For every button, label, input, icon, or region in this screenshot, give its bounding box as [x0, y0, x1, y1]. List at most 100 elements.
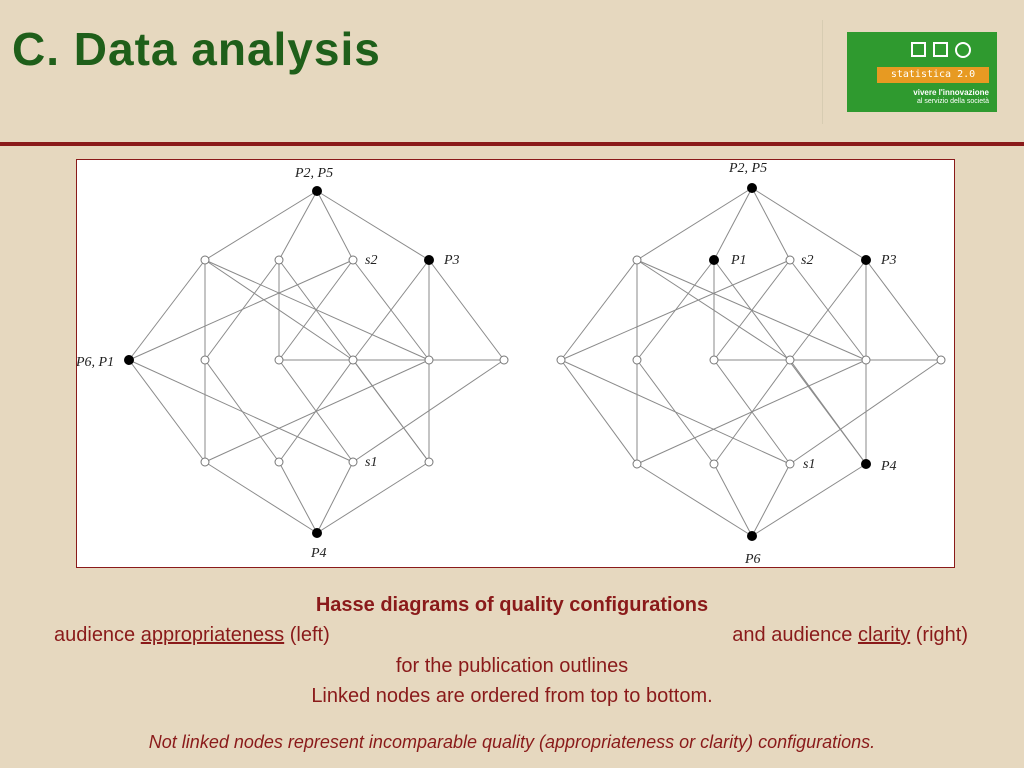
left-edge — [128, 359, 354, 463]
right-label-s2: s2 — [801, 253, 813, 268]
left-node-M2 — [274, 355, 284, 365]
right-label-p4: P4 — [880, 459, 897, 474]
left-edge — [128, 259, 206, 361]
caption-right-prefix: and audience — [732, 624, 858, 646]
left-edge — [352, 259, 430, 361]
right-edge — [636, 259, 867, 361]
caption-right-term: clarity — [857, 624, 911, 646]
right-node-M4 — [861, 355, 871, 365]
right-node-C — [785, 255, 795, 265]
left-node-G3 — [348, 457, 358, 467]
right-label-p1: P1 — [730, 253, 747, 268]
logo-tagline-2: al servizio della società — [917, 98, 989, 105]
right-edge — [751, 463, 867, 537]
caption-left-suffix: (left) — [284, 624, 330, 646]
right-edge — [713, 187, 753, 261]
slide-title: C. Data analysis — [12, 23, 381, 75]
hasse-diagrams-svg: P2, P5 s2 P3 P6, P1 s1 P4 P2, P5 P1 s2 P… — [77, 161, 946, 567]
left-node-W — [124, 355, 134, 365]
left-node-E — [499, 355, 509, 365]
right-edge — [751, 187, 867, 261]
left-diagram-edges — [128, 190, 505, 534]
right-edge — [560, 259, 638, 361]
circle-icon — [955, 42, 971, 58]
right-node-Bt — [747, 531, 757, 541]
right-label-bottom: P6 — [744, 552, 761, 567]
left-edge — [352, 359, 430, 463]
right-edge — [636, 359, 867, 465]
right-node-G4 — [861, 459, 871, 469]
right-edge — [865, 259, 942, 361]
left-edge — [278, 190, 318, 261]
left-node-M1 — [200, 355, 210, 365]
right-node-W — [556, 355, 566, 365]
left-edge — [204, 190, 318, 261]
caption-line-3: for the publication outlines — [395, 655, 629, 677]
left-node-C — [348, 255, 358, 265]
caption-left: audience appropriateness (left) — [54, 624, 330, 647]
caption-left-prefix: audience — [54, 624, 141, 646]
left-label-p6-p1: P6, P1 — [77, 355, 114, 370]
right-edge — [560, 359, 638, 465]
right-node-G3 — [785, 459, 795, 469]
left-label-top: P2, P5 — [294, 166, 333, 181]
right-node-G2 — [709, 459, 719, 469]
logo-tagline-1: vivere l'innovazione — [913, 88, 989, 97]
left-edge — [204, 461, 318, 534]
left-node-A — [200, 255, 210, 265]
caption-right-suffix: (right) — [910, 624, 968, 646]
left-edge — [316, 190, 430, 261]
right-node-M3 — [785, 355, 795, 365]
right-diagram-nodes — [556, 183, 946, 541]
left-edge — [204, 359, 280, 463]
caption-title: Hasse diagrams of quality configurations — [315, 594, 709, 616]
caption-right: and audience clarity (right) — [732, 624, 968, 647]
right-edge — [713, 463, 753, 537]
right-node-D — [861, 255, 871, 265]
right-node-E — [936, 355, 946, 365]
left-label-s1: s1 — [365, 455, 377, 470]
right-node-G1 — [632, 459, 642, 469]
left-edge — [128, 359, 206, 463]
left-node-G1 — [200, 457, 210, 467]
left-node-Bt — [312, 528, 322, 538]
left-node-T — [312, 186, 322, 196]
right-node-M1 — [632, 355, 642, 365]
hasse-diagrams-panel: P2, P5 s2 P3 P6, P1 s1 P4 P2, P5 P1 s2 P… — [76, 159, 955, 568]
left-edge — [128, 259, 354, 361]
right-diagram-edges — [560, 187, 942, 537]
left-edge — [278, 461, 318, 534]
left-node-D — [424, 255, 434, 265]
left-edge — [204, 359, 430, 463]
right-node-T — [747, 183, 757, 193]
right-edge — [751, 463, 791, 537]
right-edge — [789, 359, 867, 465]
right-label-top: P2, P5 — [728, 161, 767, 176]
left-edge — [316, 190, 354, 261]
left-label-p3: P3 — [443, 253, 460, 268]
left-label-s2: s2 — [365, 253, 377, 268]
left-node-B — [274, 255, 284, 265]
right-node-M2 — [709, 355, 719, 365]
left-edge — [428, 259, 505, 361]
right-node-A — [632, 255, 642, 265]
right-label-p3: P3 — [880, 253, 897, 268]
left-node-G4 — [424, 457, 434, 467]
left-node-G2 — [274, 457, 284, 467]
caption-left-term: appropriateness — [140, 624, 285, 646]
left-label-bottom: P4 — [310, 546, 327, 561]
logo-frame — [822, 20, 1013, 124]
left-node-M4 — [424, 355, 434, 365]
square-icon — [933, 42, 948, 57]
logo-badge: statistica 2.0 — [877, 67, 989, 83]
right-edge — [751, 187, 791, 261]
right-edge — [636, 463, 753, 537]
statistica-logo: statistica 2.0 vivere l'innovazione al s… — [847, 32, 997, 112]
caption-line-4: Linked nodes are ordered from top to bot… — [311, 685, 713, 707]
right-edge — [560, 259, 791, 361]
left-node-M3 — [348, 355, 358, 365]
title-divider — [0, 142, 1024, 146]
left-diagram-nodes — [124, 186, 509, 538]
left-edge — [316, 461, 354, 534]
square-icon — [911, 42, 926, 57]
